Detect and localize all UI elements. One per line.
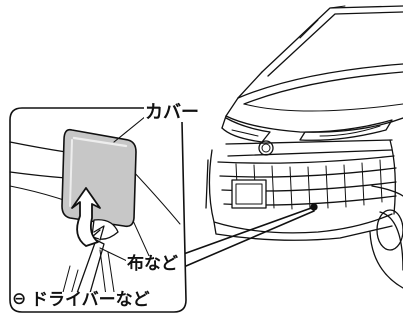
car-front (205, 5, 403, 289)
cover-label: カバー (144, 102, 200, 123)
minus-screwdriver-icon: ⊖ (12, 289, 27, 309)
cloth-label: 布など (126, 254, 179, 274)
screwdriver-label: ドライバーなど (30, 290, 151, 310)
detail-inset (9, 107, 187, 313)
leader-line (177, 206, 315, 267)
